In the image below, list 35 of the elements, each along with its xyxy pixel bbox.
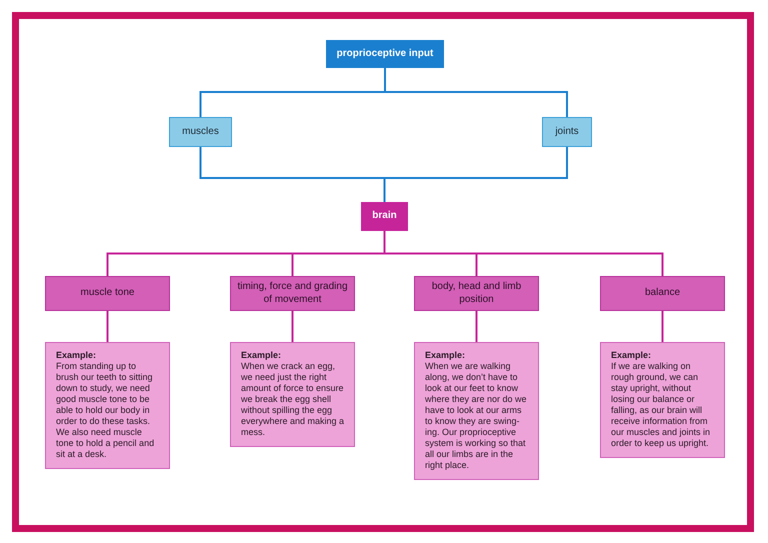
box-label: body, head and limb position [430, 281, 522, 306]
connector-line [384, 68, 568, 117]
example-box [414, 342, 539, 480]
box-label: muscle tone [80, 287, 134, 300]
connector-line [662, 311, 664, 342]
example-box [45, 342, 170, 469]
box-label: joints [555, 126, 579, 138]
concept-box [326, 40, 444, 68]
example-heading: Example: [425, 350, 466, 361]
example-text: When we crack an egg, we need just the right amount of force to ensure we break the egg shell without spilling the egg everywhere and making a mess. [241, 360, 346, 438]
box-label: brain [372, 210, 397, 223]
example-text: If we are walking on rough ground, we can stay upright, without losing our balance or falling, as our brain will receive information from our muscles and joints in order to keep us upright. [611, 360, 712, 449]
example-heading: Example: [56, 350, 98, 361]
example-text: From standing up to brush our teeth to sitting down to study, we need good muscle tone to be able to hold our body in order to do these tasks. We also need muscle tone to hold a pencil and sit at a desk. [56, 360, 156, 460]
connector-line [384, 147, 568, 202]
example-box [230, 342, 355, 447]
box-label: muscles [182, 126, 219, 138]
connector-line [476, 311, 478, 342]
example-heading: Example: [241, 350, 282, 361]
connector-line [106, 311, 108, 342]
category-box [414, 276, 539, 311]
connector-line [384, 231, 664, 276]
concept-box [361, 202, 408, 231]
box-label: timing, force and grading of movement [237, 281, 348, 306]
box-label: balance [644, 287, 680, 300]
example-box [600, 342, 725, 458]
connector-line [292, 311, 294, 342]
category-box [230, 276, 355, 311]
example-text: When we are walking along, we don’t have to look at our feet to know where they are nor do we have to look at our arms to know they are swing-ing. Our proprioceptive system is working so that all our limbs are in the right place. [425, 360, 528, 471]
category-box [45, 276, 170, 311]
category-box [600, 276, 725, 311]
concept-box [169, 117, 232, 147]
box-label: proprioceptive input [336, 48, 434, 60]
concept-box [542, 117, 592, 147]
example-heading: Example: [611, 350, 652, 361]
